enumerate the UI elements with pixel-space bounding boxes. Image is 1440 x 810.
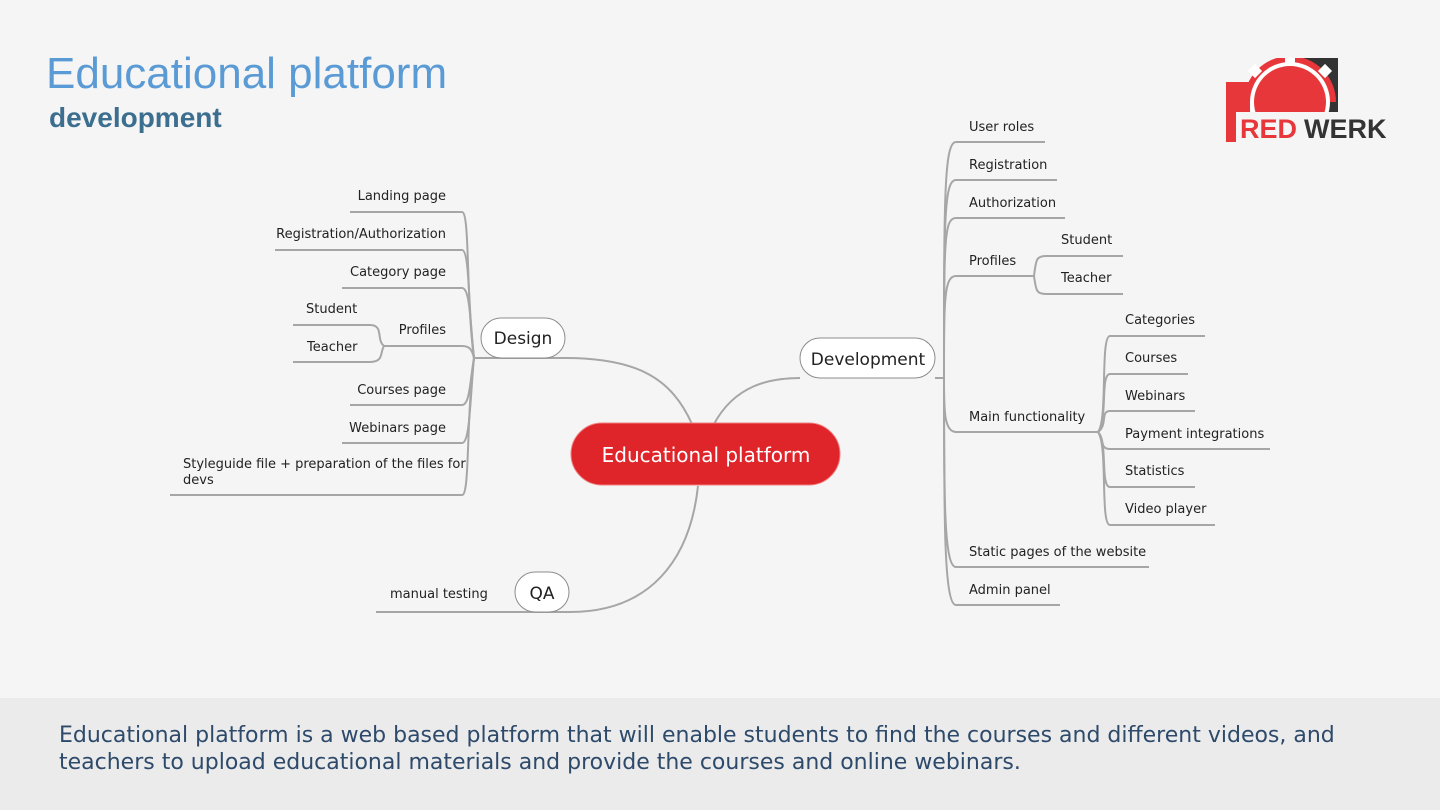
development-node-label: Development xyxy=(811,350,926,370)
root-node-label: Educational platform xyxy=(602,443,811,467)
qa-node xyxy=(514,571,570,613)
design-item: Registration/Authorization xyxy=(276,227,446,242)
footer-description: Educational platform is a web based plat… xyxy=(59,723,1335,775)
design-item-styleguide: Styleguide file + preparation of the fil… xyxy=(183,457,466,472)
development-item: Admin panel xyxy=(969,583,1051,598)
main-functionality-child: Payment integrations xyxy=(1125,427,1264,442)
design-profile-child: Teacher xyxy=(306,340,358,355)
design-item: Courses page xyxy=(357,383,446,398)
connector-lines xyxy=(170,141,1270,613)
design-item: Landing page xyxy=(358,189,446,204)
design-profile-child: Student xyxy=(306,302,357,317)
design-node xyxy=(480,317,566,359)
design-node-label: Design xyxy=(494,329,553,349)
main-functionality-child: Webinars xyxy=(1125,389,1186,404)
design-item: Webinars page xyxy=(349,421,446,436)
main-functionality-child: Statistics xyxy=(1125,464,1185,479)
development-profile-child: Teacher xyxy=(1060,271,1112,286)
main-functionality-child: Courses xyxy=(1125,351,1177,366)
development-node xyxy=(799,337,936,379)
design-item: Profiles xyxy=(399,323,446,338)
page-title: Educational platform xyxy=(46,49,448,98)
main-functionality-child: Categories xyxy=(1125,313,1195,328)
design-item: Category page xyxy=(350,265,446,280)
main-functionality-child: Video player xyxy=(1125,502,1207,517)
development-profile-child: Student xyxy=(1061,233,1112,248)
redwerk-logo: RED WERK xyxy=(1226,58,1396,142)
logo-text-red: RED xyxy=(1240,114,1297,142)
development-item: User roles xyxy=(969,120,1034,135)
footer-description-band: Educational platform is a web based plat… xyxy=(0,698,1440,810)
development-item: Profiles xyxy=(969,254,1016,269)
development-item: Registration xyxy=(969,158,1047,173)
root-node xyxy=(570,422,841,486)
qa-item: manual testing xyxy=(390,587,488,602)
qa-node-label: QA xyxy=(529,584,554,604)
logo-text-dark: WERK xyxy=(1304,114,1387,142)
mind-map: Educational platform Design Development … xyxy=(170,120,1270,613)
page-subtitle: development xyxy=(49,102,222,133)
design-item-styleguide: devs xyxy=(183,473,214,488)
development-item: Authorization xyxy=(969,196,1056,211)
development-item: Main functionality xyxy=(969,410,1086,425)
development-item: Static pages of the website xyxy=(969,545,1146,560)
